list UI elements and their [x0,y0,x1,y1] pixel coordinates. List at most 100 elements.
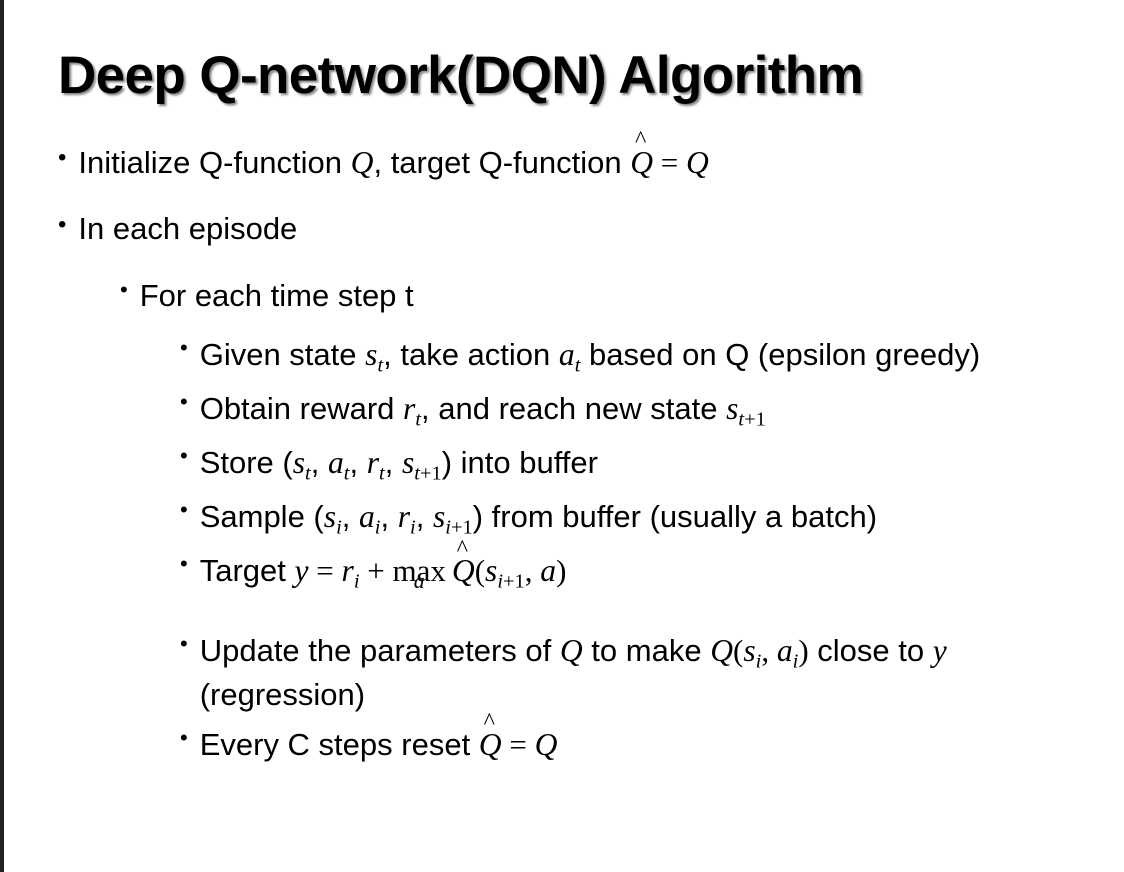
math-var: Q [451,553,475,589]
math-paren-close: ) [556,553,567,589]
sub-offset: +1 [419,462,442,485]
math-sub-i-plus-1: i+1 [445,517,472,539]
list-item-sample: • Sample (si, ai, ri, si+1) from buffer … [180,496,1098,541]
list-item-text: Obtain reward rt, and reach new state st… [200,388,1098,433]
math-paren-open: ( [733,632,744,668]
math-var-q2: Q [710,632,734,668]
list-item-given-state: • Given state st, take action at based o… [180,334,1098,379]
math-var-r: r [403,391,416,427]
math-sub-t: t [343,462,350,485]
bullet-dot-icon: • [180,334,188,360]
math-sub-t: t [377,354,384,377]
slide-left-edge-accent [0,0,4,872]
bullet-dot-icon: • [180,724,188,750]
bullet-dot-icon: • [58,144,67,171]
math-sub-t-plus-1: t+1 [414,463,441,485]
text-fragment: ) from buffer (usually a batch) [472,499,878,535]
math-var-s2: s [432,499,446,535]
math-var-a: a [776,632,793,668]
math-q-hat: ^Q [630,128,654,183]
math-q-hat: ^Q [479,710,502,765]
text-fragment: Update the parameters of [199,632,560,668]
bullet-dot-icon: • [180,389,188,415]
text-fragment: close to [808,632,933,668]
list-item-time-step: • For each time step t [120,276,1098,316]
math-var-s: s [485,553,498,589]
list-item-reset-target-network: • Every C steps reset ^Q = Q [180,710,1098,765]
text-fragment: to make [582,632,711,668]
page-title: Deep Q-network(DQN) Algorithm [58,46,864,105]
sub-var: t [414,462,420,485]
math-sub-t: t [305,462,311,485]
list-item-text: Given state st, take action at based on … [200,334,1098,379]
text-fragment: (regression) [199,676,366,712]
text-fragment: , target Q-function [373,145,631,180]
math-var-a: a [358,499,375,535]
max-label: max [392,553,446,589]
list-item-text: For each time step t [139,277,414,313]
math-paren-close: ) [798,632,809,668]
sub-var: t [738,408,745,431]
math-var-a: a [558,336,575,372]
math-sub-i: i [755,650,762,673]
math-var-r: r [341,553,354,589]
list-item-text: Every C steps reset ^Q = Q [199,710,1098,765]
text-fragment: , take action [383,336,559,372]
algorithm-steps-list: • Initialize Q-function Q, target Q-func… [58,128,1098,774]
math-var-s: s [365,336,378,372]
bullet-dot-icon: • [180,497,188,523]
math-comma: , [341,499,359,535]
math-sub-t2: t [574,354,581,377]
bullet-dot-icon: • [180,630,188,656]
math-var-q: Q [534,726,558,762]
bullet-dot-icon: • [120,276,128,302]
bullet-dot-icon: • [58,211,67,239]
math-var-y: y [932,632,947,668]
math-var: Q [630,145,654,180]
hat-accent-icon: ^ [456,534,469,562]
list-item-store: • Store (st, at, rt, st+1) into buffer [180,442,1098,487]
math-comma: , [761,632,777,668]
math-var-r: r [366,445,380,481]
math-var-q: Q [350,145,374,180]
list-item-text: Update the parameters of Q to make Q(si,… [200,630,1098,715]
math-var-r: r [397,499,411,535]
math-sub-t-plus-1: t+1 [738,409,765,431]
math-sub-i: i [353,570,360,593]
text-fragment: Store ( [199,445,293,481]
math-equals: = [653,145,687,180]
sub-offset: +1 [450,516,473,539]
math-sub-t: t [379,462,385,485]
math-equals: = [501,726,535,762]
math-comma: , [310,445,328,481]
list-item-initialize: • Initialize Q-function Q, target Q-func… [58,128,1098,183]
math-equals: = [308,553,342,589]
math-q-hat: ^Q [451,536,475,591]
text-fragment: , and reach new state [421,391,727,427]
math-sub-i: i [336,516,342,539]
math-var-y: y [294,553,309,589]
hat-accent-icon: ^ [635,126,647,154]
text-fragment: ) into buffer [441,445,598,481]
math-sub-t: t [415,408,422,431]
text-fragment: Obtain reward [199,391,404,427]
math-sub-i-plus-1: i+1 [497,571,524,593]
math-comma: , [380,499,398,535]
hat-accent-icon: ^ [483,708,495,736]
math-var-a: a [327,445,344,481]
math-var-q2: Q [686,145,709,180]
math-var-q: Q [559,632,583,668]
math-var-s: s [323,499,337,535]
sub-offset: +1 [744,408,766,431]
math-comma: , [415,499,433,535]
list-item-text: Store (st, at, rt, st+1) into buffer [200,442,1098,487]
math-comma: , [384,445,402,481]
list-item-obtain-reward: • Obtain reward rt, and reach new state … [180,388,1098,433]
bullet-dot-icon: • [180,551,188,577]
math-sub-i: i [410,516,416,539]
text-fragment: Every C steps reset [199,726,479,762]
text-fragment: Target [199,553,295,589]
